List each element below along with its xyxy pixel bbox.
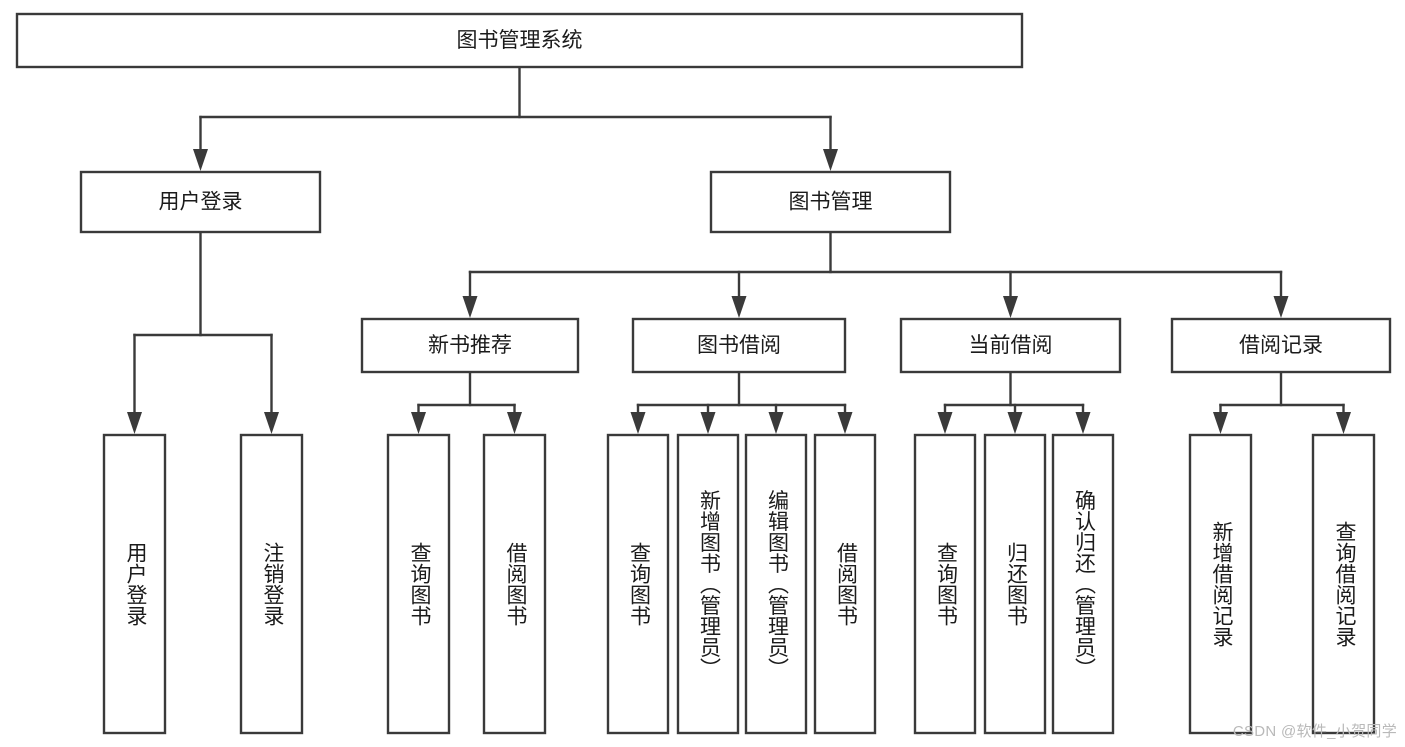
node-box [1188, 433, 1253, 735]
node-box [386, 433, 451, 735]
node-label: 查询图书 [627, 542, 651, 626]
node-label: 归还图书 [1004, 542, 1028, 626]
node-leaf-borrow-book-rec[interactable]: 借阅图书 [482, 433, 547, 735]
node-box [709, 170, 952, 234]
node-label: 图书管理系统 [457, 29, 583, 52]
node-leaf-return-book[interactable]: 归还图书 [983, 433, 1047, 735]
node-label: 新增图书（管理员） [697, 490, 721, 679]
arrow-head-icon [630, 412, 646, 434]
node-label: 新书推荐 [428, 334, 512, 357]
node-label: 查询图书 [934, 542, 958, 626]
node-leaf-query-book-rec[interactable]: 查询图书 [386, 433, 451, 735]
node-label: 借阅图书 [834, 542, 858, 626]
node-label: 编辑图书（管理员） [765, 490, 789, 679]
node-current-borrow[interactable]: 当前借阅 [899, 317, 1122, 374]
arrow-head-icon [507, 412, 522, 434]
node-layer: 图书管理系统用户登录图书管理新书推荐图书借阅当前借阅借阅记录用户登录注销登录查询… [15, 12, 1392, 735]
node-box [15, 12, 1024, 69]
node-box [482, 433, 547, 735]
node-box [239, 433, 304, 735]
arrow-head-icon [1007, 412, 1023, 434]
node-box [813, 433, 877, 735]
node-leaf-borrow-book[interactable]: 借阅图书 [813, 433, 877, 735]
arrow-head-icon [768, 412, 784, 434]
node-box [676, 433, 740, 735]
node-box [1170, 317, 1392, 374]
node-label: 借阅图书 [504, 542, 528, 626]
connector-layer [127, 65, 1351, 434]
node-box [606, 433, 670, 735]
node-box [1051, 433, 1115, 735]
arrow-head-icon [731, 296, 747, 318]
arrow-head-icon [1075, 412, 1091, 434]
node-box [360, 317, 580, 374]
arrow-head-icon [462, 296, 478, 318]
node-label: 用户登录 [124, 542, 148, 626]
arrow-head-icon [1213, 412, 1228, 434]
node-box [102, 433, 167, 735]
node-box [913, 433, 977, 735]
arrow-head-icon [1273, 296, 1289, 318]
node-label: 当前借阅 [969, 334, 1053, 357]
node-label: 新增借阅记录 [1210, 521, 1234, 647]
arrow-head-icon [127, 412, 142, 434]
arrow-head-icon [937, 412, 953, 434]
node-borrow-record[interactable]: 借阅记录 [1170, 317, 1392, 374]
arrow-head-icon [411, 412, 426, 434]
node-label: 查询图书 [408, 542, 432, 626]
node-root[interactable]: 图书管理系统 [15, 12, 1024, 69]
node-box [1311, 433, 1376, 735]
node-label: 用户登录 [159, 191, 243, 214]
node-leaf-query-book-current[interactable]: 查询图书 [913, 433, 977, 735]
node-leaf-query-borrow-record[interactable]: 查询借阅记录 [1311, 433, 1376, 735]
node-leaf-user-logout[interactable]: 注销登录 [239, 433, 304, 735]
node-leaf-add-book[interactable]: 新增图书（管理员） [676, 433, 740, 735]
arrow-head-icon [837, 412, 853, 434]
node-label: 图书管理 [789, 191, 873, 214]
node-user-login[interactable]: 用户登录 [79, 170, 322, 234]
arrow-head-icon [193, 149, 208, 171]
node-label: 借阅记录 [1239, 334, 1323, 357]
node-leaf-confirm-return[interactable]: 确认归还（管理员） [1051, 433, 1115, 735]
node-box [899, 317, 1122, 374]
node-label: 图书借阅 [697, 334, 781, 357]
node-book-borrow[interactable]: 图书借阅 [631, 317, 847, 374]
node-box [79, 170, 322, 234]
node-book-manage[interactable]: 图书管理 [709, 170, 952, 234]
arrow-head-icon [264, 412, 279, 434]
node-new-book-recommend[interactable]: 新书推荐 [360, 317, 580, 374]
node-label: 注销登录 [261, 542, 285, 626]
node-leaf-user-login[interactable]: 用户登录 [102, 433, 167, 735]
node-box [983, 433, 1047, 735]
arrow-head-icon [700, 412, 716, 434]
node-leaf-edit-book[interactable]: 编辑图书（管理员） [744, 433, 808, 735]
node-leaf-query-book-borrow[interactable]: 查询图书 [606, 433, 670, 735]
node-label: 查询借阅记录 [1333, 521, 1357, 647]
node-label: 确认归还（管理员） [1072, 490, 1096, 679]
arrow-head-icon [1336, 412, 1351, 434]
node-leaf-add-borrow-record[interactable]: 新增借阅记录 [1188, 433, 1253, 735]
node-box [744, 433, 808, 735]
arrow-head-icon [823, 149, 838, 171]
arrow-head-icon [1003, 296, 1018, 318]
node-box [631, 317, 847, 374]
